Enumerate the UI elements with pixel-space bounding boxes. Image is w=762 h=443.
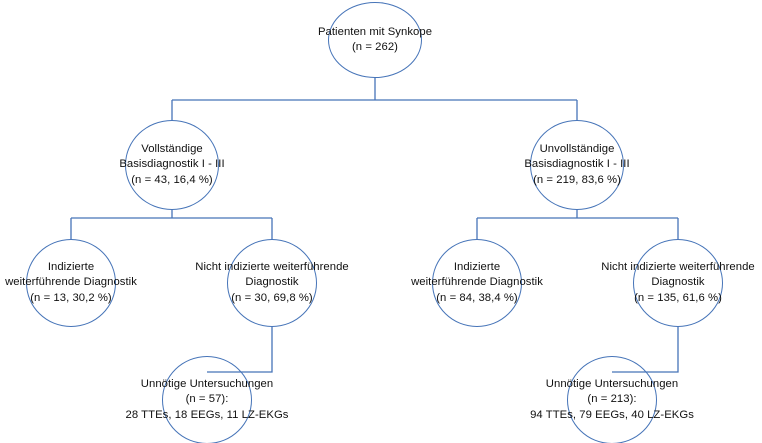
node-label-line: 94 TTEs, 79 EEGs, 40 LZ-EKGs xyxy=(530,408,694,421)
node-shape-ellipse xyxy=(227,239,317,327)
node-shape-ellipse xyxy=(162,356,252,443)
node-shape-ellipse xyxy=(26,239,116,327)
node-shape-ellipse xyxy=(432,239,522,327)
node-shape-ellipse xyxy=(633,239,723,327)
node-label-line: Patienten mit Synkope xyxy=(317,25,433,38)
node-unnecessary-examinations-right: Unnötige Untersuchungen (n = 213): 94 TTEs… xyxy=(530,356,694,443)
node-patients-with-syncope: Patienten mit Synkope (n = 262) xyxy=(318,2,432,78)
node-label-line: (n = 219, 83,6 %) xyxy=(533,173,621,186)
node-label-line: (n = 213): xyxy=(587,393,637,406)
node-label-line: 28 TTEs, 18 EEGs, 11 LZ-EKGs xyxy=(125,408,289,421)
node-indicated-further-diagnostics-right: Indizierte weiterführende Diagnostik (n = … xyxy=(411,239,543,327)
node-shape-ellipse xyxy=(530,120,624,210)
node-unnecessary-examinations-left: Unnötige Untersuchungen (n = 57): 28 TTEs,… xyxy=(126,356,288,443)
node-label-unnecessary-examinations-left: Unnötige Untersuchungen (n = 57): 28 TTEs,… xyxy=(126,377,289,423)
node-label-indicated-further-diagnostics-left: Indizierte weiterführende Diagnostik (n = … xyxy=(5,260,137,306)
node-label-line: (n = 135, 61,6 %) xyxy=(634,291,722,304)
node-label-indicated-further-diagnostics-right: Indizierte weiterführende Diagnostik (n = … xyxy=(411,260,543,306)
node-shape-ellipse xyxy=(567,356,657,443)
node-label-line: Vollständige xyxy=(141,143,203,156)
node-indicated-further-diagnostics-left: Indizierte weiterführende Diagnostik (n = … xyxy=(5,239,137,327)
node-shape-ellipse xyxy=(328,2,422,78)
node-label-line: (n = 43, 16,4 %) xyxy=(131,173,213,186)
node-label-line: weiterführende Diagnostik xyxy=(5,276,137,289)
node-label-patients-with-syncope: Patienten mit Synkope (n = 262) xyxy=(318,25,432,55)
node-label-line: Basisdiagnostik I - III xyxy=(119,158,225,171)
node-label-line: Diagnostik xyxy=(651,276,705,289)
node-label-line: Unvollständige xyxy=(539,143,615,156)
node-label-line: (n = 13, 30,2 %) xyxy=(30,291,112,304)
node-label-line: (n = 262) xyxy=(352,41,398,53)
node-shape-ellipse xyxy=(125,120,219,210)
node-label-line: Indizierte xyxy=(453,261,501,274)
node-label-line: Unnötige Untersuchungen xyxy=(545,378,679,391)
node-label-line: Basisdiagnostik I - III xyxy=(524,158,630,171)
node-label-line: Nicht indizierte weiterführende xyxy=(195,261,349,274)
node-label-line: Diagnostik xyxy=(245,276,299,289)
node-label-line: Indizierte xyxy=(47,261,95,274)
node-label-line: (n = 57): xyxy=(185,393,229,406)
node-label-line: (n = 84, 38,4 %) xyxy=(436,291,518,304)
node-label-line: (n = 30, 69,8 %) xyxy=(231,291,313,304)
node-label-line: Nicht indizierte weiterführende xyxy=(601,261,755,274)
node-label-unnecessary-examinations-right: Unnötige Untersuchungen (n = 213): 94 TTEs… xyxy=(530,377,694,423)
node-label-line: Unnötige Untersuchungen xyxy=(140,378,274,391)
node-label-line: weiterführende Diagnostik xyxy=(411,276,543,289)
